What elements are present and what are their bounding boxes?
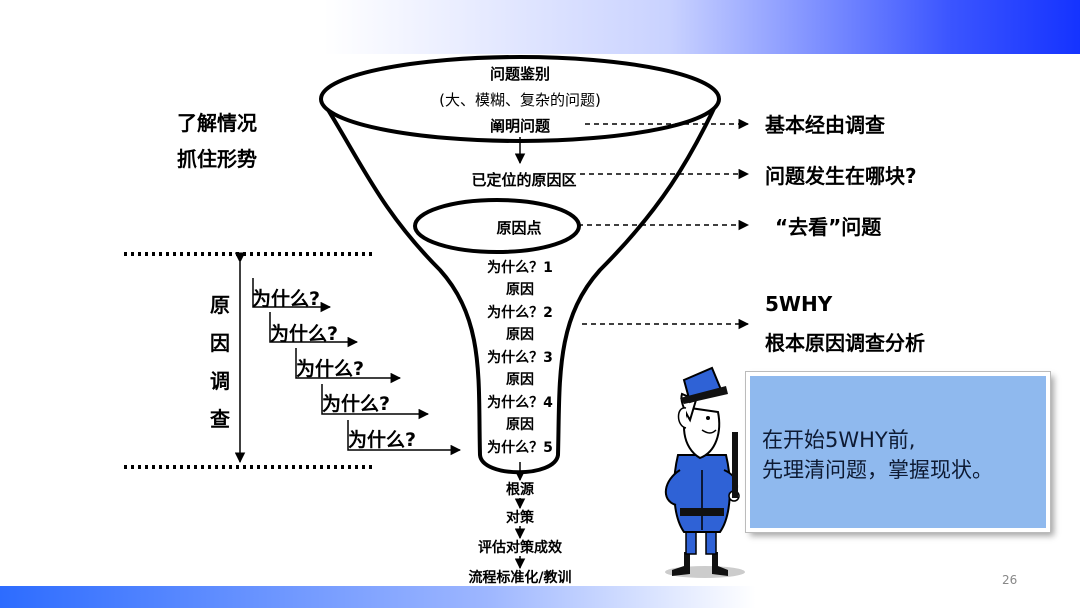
clarify-problem-label: 阐明问题 <box>490 117 551 135</box>
cause-point-label: 原因点 <box>496 219 541 237</box>
why-staircase <box>252 278 462 456</box>
page-number: 26 <box>1002 573 1018 587</box>
funnel-title: 问题鉴别 <box>490 65 550 83</box>
funnel-cause-2: 原因 <box>506 327 534 343</box>
flow-evaluate: 评估对策成效 <box>478 539 563 556</box>
staircase-why-2: 为什么? <box>270 322 338 345</box>
staircase-why-5: 为什么? <box>348 428 416 451</box>
cause-investigation-vertical: 原 因 调 查 <box>210 293 230 431</box>
funnel-why-5: 为什么？5 <box>487 439 553 456</box>
funnel-why-1: 为什么？1 <box>487 259 553 276</box>
vertical-char: 因 <box>210 331 230 355</box>
funnel-why-2: 为什么？2 <box>487 304 553 321</box>
five-why-label: 5WHY <box>765 292 833 316</box>
top-gradient-bar <box>0 0 1080 54</box>
vertical-char: 调 <box>210 369 230 393</box>
root-cause-analysis-label: 根本原因调查分析 <box>765 331 925 355</box>
callout-box: 在开始5WHY前, 先理清问题，掌握现状。 <box>746 372 1050 532</box>
vertical-char: 原 <box>210 293 230 317</box>
staircase-why-1: 为什么? <box>252 287 320 310</box>
flow-root-source: 根源 <box>506 481 534 498</box>
funnel-cause-1: 原因 <box>506 282 534 298</box>
grasp-status-label: 抓住形势 <box>177 147 257 171</box>
flow-standardize: 流程标准化/教训 <box>468 569 571 586</box>
understand-situation-label: 了解情况 <box>177 111 257 135</box>
where-label: 问题发生在哪块? <box>765 164 917 188</box>
cause-point-ellipse <box>413 198 581 254</box>
police-character-illustration <box>665 366 745 578</box>
flow-countermeasure: 对策 <box>506 509 535 526</box>
located-cause-area-label: 已定位的原因区 <box>471 171 576 189</box>
funnel-why-4: 为什么？4 <box>487 394 553 411</box>
funnel-why-3: 为什么？3 <box>487 349 553 366</box>
basic-survey-label: 基本经由调查 <box>765 113 885 137</box>
go-see-label: “去看”问题 <box>775 215 882 239</box>
staircase-why-3: 为什么? <box>296 357 364 380</box>
callout-line-2: 先理清问题，掌握现状。 <box>762 458 993 482</box>
vertical-char: 查 <box>210 407 230 431</box>
staircase-why-4: 为什么? <box>322 392 390 415</box>
bottom-gradient-bar <box>0 586 1080 608</box>
funnel-cause-3: 原因 <box>506 372 534 388</box>
funnel-cause-4: 原因 <box>506 417 534 433</box>
funnel-subtitle: (大、模糊、复杂的问题) <box>439 91 601 109</box>
callout-line-1: 在开始5WHY前, <box>762 428 916 452</box>
